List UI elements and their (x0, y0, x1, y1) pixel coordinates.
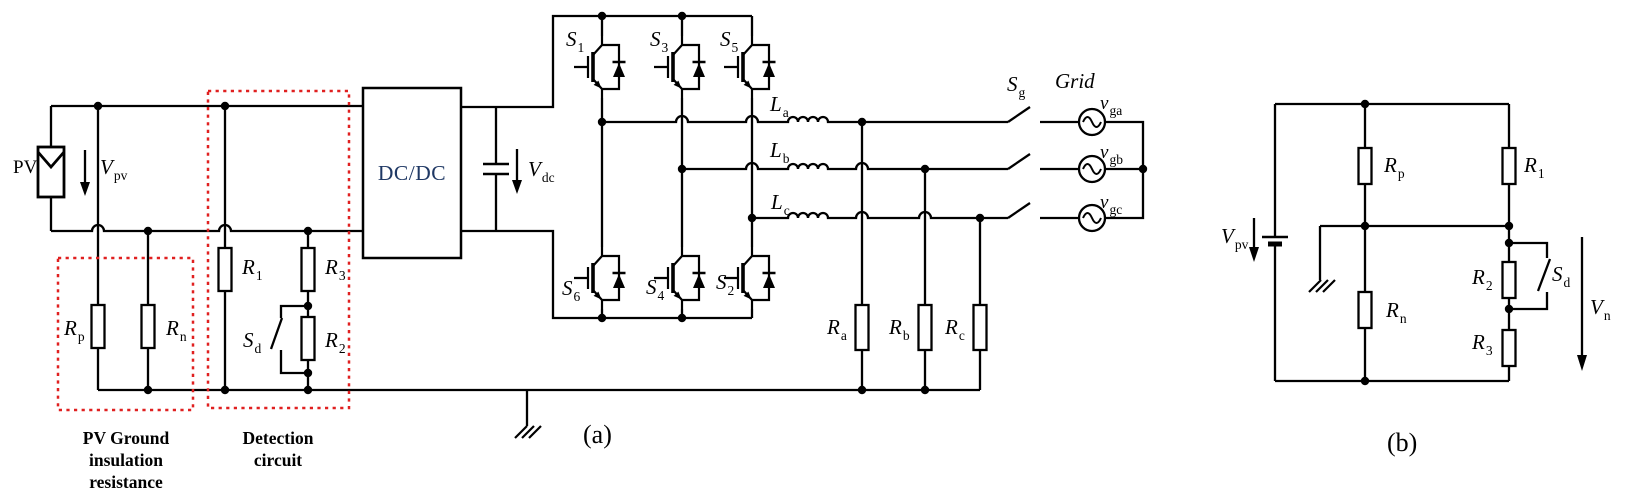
label-r2: R2 (325, 328, 346, 356)
label-ra: Ra (827, 315, 847, 343)
inverter-leg-a (572, 16, 628, 318)
label-s2: S2 (716, 270, 735, 298)
pv-panel-symbol (36, 106, 66, 231)
b-label-r3: R3 (1472, 330, 1493, 358)
resistor-r1 (217, 106, 233, 390)
junction-dots-b (1360, 99, 1514, 386)
phase-c-line (752, 202, 1079, 220)
dc-negative-rail (51, 223, 363, 233)
label-sd: Sd (243, 328, 262, 356)
b-vpv-arrow (1249, 218, 1259, 262)
dc-link-capacitor (483, 107, 509, 231)
dc-dc-converter-box (361, 86, 463, 260)
igbt-s6 (572, 245, 628, 311)
label-lb: Lb (770, 138, 790, 166)
label-dc-dc: DC/DC (377, 161, 447, 185)
phase-a-line (602, 106, 1079, 124)
label-rn: Rn (166, 316, 187, 344)
phase-b-line (682, 153, 1079, 171)
label-s3: S3 (650, 27, 669, 55)
resistor-rb (917, 169, 933, 390)
label-vga: vga (1100, 93, 1123, 118)
switch-sg-blade-b (1007, 153, 1031, 170)
label-pv: PV (13, 157, 38, 178)
junction-dots-a (93, 11, 1148, 395)
resistor-rn (140, 231, 156, 390)
resistor-rp (90, 106, 106, 390)
b-resistor-r1 (1501, 104, 1517, 226)
panel-a-tag: (a) (583, 420, 612, 449)
earth-ground-b (1307, 226, 1337, 294)
b-resistor-r2-r3 (1501, 226, 1517, 381)
detection-circuit-box (206, 89, 351, 410)
label-v-dc: Vdc (528, 157, 555, 185)
b-label-vn: Vn (1590, 295, 1611, 323)
b-battery-vpv (1262, 104, 1288, 381)
label-r3: R3 (325, 255, 346, 283)
grid-source-vga (1077, 107, 1107, 137)
b-label-rp: Rp (1384, 153, 1405, 181)
dc-link-bottom (461, 229, 752, 320)
switch-sd (269, 304, 308, 375)
switch-sg-blade-a (1007, 106, 1031, 123)
earth-ground-a (513, 390, 543, 440)
v-pv-arrow (80, 150, 90, 196)
b-resistor-rp (1357, 104, 1373, 226)
label-rb: Rb (889, 315, 910, 343)
label-s6: S6 (562, 276, 581, 304)
label-grid: Grid (1055, 69, 1095, 93)
label-r1: R1 (242, 255, 263, 283)
label-rp: Rp (64, 316, 85, 344)
b-resistor-rn (1357, 226, 1373, 381)
caption-detection-circuit: Detection circuit (242, 428, 314, 470)
label-s5: S5 (720, 27, 739, 55)
label-sg: Sg (1007, 72, 1026, 100)
v-dc-arrow (512, 149, 522, 194)
b-label-r1: R1 (1524, 153, 1545, 181)
label-la: La (770, 92, 789, 120)
b-label-v-pv: Vpv (1221, 224, 1249, 252)
label-vgc: vgc (1100, 192, 1123, 217)
label-v-pv: Vpv (100, 155, 128, 183)
label-s4: S4 (646, 275, 665, 303)
caption-pv-ground-insulation-resistance: PV Ground insulation resistance (82, 428, 170, 492)
b-label-r2: R2 (1472, 265, 1493, 293)
switch-sg-blade-c (1007, 202, 1031, 219)
resistor-r2 (300, 315, 316, 390)
dc-link-top (461, 14, 752, 109)
b-label-rn: Rn (1386, 298, 1407, 326)
label-rc: Rc (945, 315, 965, 343)
b-label-sd: Sd (1552, 262, 1571, 290)
b-switch-sd (1509, 241, 1552, 311)
panel-b-tag: (b) (1387, 428, 1418, 457)
resistor-ra (854, 122, 870, 390)
label-lc: Lc (771, 190, 790, 218)
resistor-rc (972, 218, 988, 390)
b-vn-arrow (1577, 237, 1587, 371)
label-s1: S1 (566, 27, 585, 55)
label-vgb: vgb (1100, 142, 1123, 167)
